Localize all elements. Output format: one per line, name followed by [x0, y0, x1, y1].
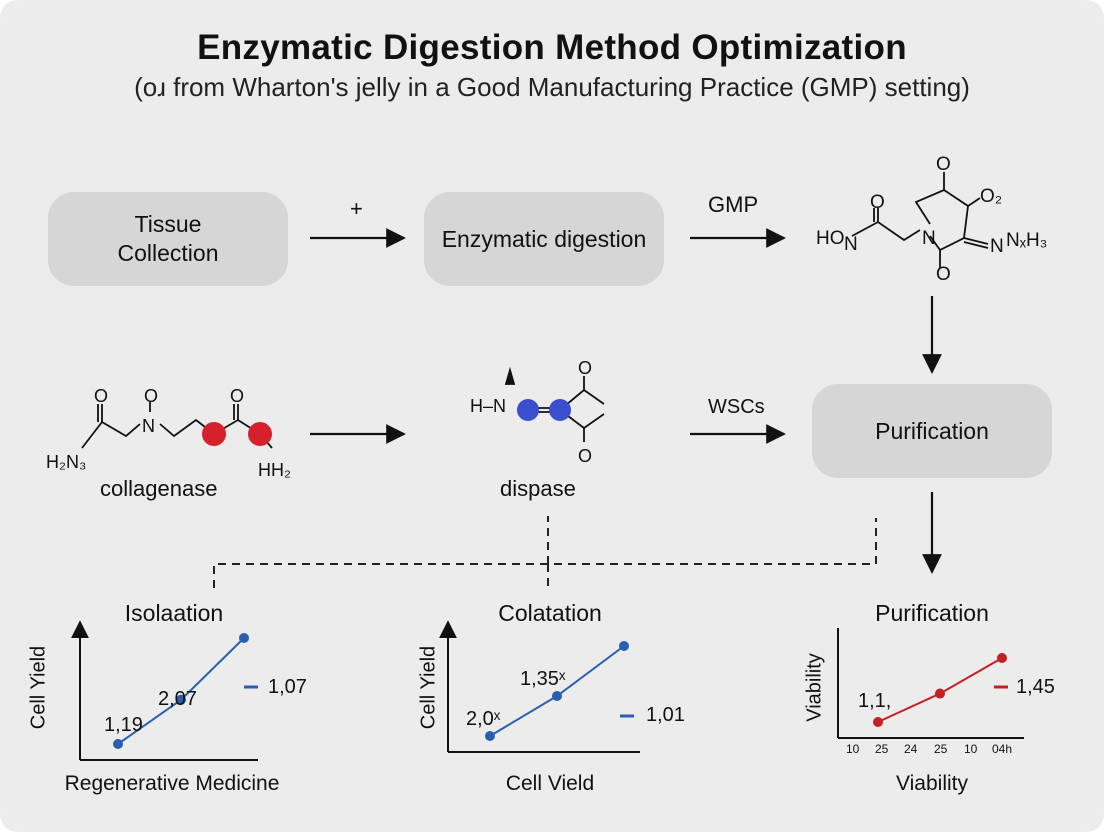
chart-2-title: Colatation	[498, 600, 602, 626]
chart-3-tick-3: 24	[904, 742, 918, 756]
mol-dis-o2: O	[578, 446, 592, 466]
chart-3-tick-4: 25	[934, 742, 948, 756]
mol-col-h2n3: H₂N₃	[46, 452, 86, 472]
data-point	[485, 731, 495, 741]
collagenase-label: collagenase	[100, 476, 218, 501]
mol-tr-o2: O₂	[980, 186, 1002, 207]
chart-3-ylabel: Viability	[803, 653, 826, 722]
atom-red-2	[248, 422, 272, 446]
mol-col-n: N	[142, 416, 155, 436]
data-point	[619, 641, 629, 651]
plus-label: +	[350, 196, 363, 221]
chart-1-point-label-2: 2,07	[158, 688, 197, 710]
purification-box: Purification	[812, 384, 1052, 478]
chart-1-point-label-1: 1,19	[104, 714, 143, 736]
molecule-top-right	[851, 172, 989, 268]
chart-3-point-label-1: 1,1,	[858, 690, 892, 712]
mol-col-hh2: HH₂	[258, 460, 291, 480]
mol-tr-n: N	[844, 234, 858, 255]
enzymatic-digestion-box: Enzymatic digestion	[424, 192, 664, 286]
chart-3-axes	[837, 628, 1024, 739]
atom-blue-2	[549, 399, 571, 421]
chart-2-point-label-1: 2,0ˣ	[466, 708, 501, 730]
wscs-label: WSCs	[708, 396, 765, 418]
chart-3-tick-5: 10	[964, 742, 978, 756]
mol-col-o2: O	[230, 386, 244, 406]
chart-3-title: Purification	[875, 600, 989, 626]
chart-3-marks	[873, 653, 1007, 727]
data-point	[176, 694, 186, 705]
chart-2-legend-label: 1,01	[646, 704, 685, 726]
dashed-connector	[213, 516, 877, 588]
mol-col-o-n: O	[144, 386, 158, 406]
chart-3-tick-2: 25	[875, 742, 889, 756]
chart-2-axes	[439, 620, 640, 753]
data-point	[239, 633, 249, 643]
tissue-collection-box: Tissue Collection	[48, 192, 288, 286]
mol-dis-o1: O	[578, 358, 592, 378]
chart-1-legend-label: 1,07	[268, 676, 307, 698]
chart-1-ylabel: Cell Yield	[27, 645, 50, 730]
chart-2-marks	[485, 641, 629, 741]
chart-2-point-label-2: 1,35ˣ	[520, 668, 566, 690]
mol-col-o1: O	[94, 386, 108, 406]
dispase-label: dispase	[500, 476, 576, 501]
chart-3-tick-1: 10	[846, 742, 860, 756]
data-point	[113, 739, 123, 749]
mol-tr-tail: NₓH₃	[1006, 230, 1047, 251]
molecule-collagenase	[81, 402, 273, 449]
chart-1-axes	[71, 620, 258, 761]
atom-red-1	[202, 422, 226, 446]
data-point	[997, 653, 1007, 663]
chart-3-legend-label: 1,45	[1016, 676, 1055, 698]
gmp-label: GMP	[708, 192, 759, 217]
chart-1-xlabel: Regenerative Medicine	[64, 772, 280, 795]
chart-2-xlabel: Cell Vield	[505, 772, 595, 795]
mol-tr-n2: N	[990, 236, 1004, 257]
atom-blue-1	[517, 399, 539, 421]
mol-tr-o-a: O	[870, 192, 885, 213]
chart-3-tick-6: 04h	[992, 742, 1013, 756]
data-point	[552, 691, 562, 701]
chart-1-title: Isolaation	[124, 600, 224, 626]
mol-tr-n-ring: N	[922, 228, 936, 249]
chart-1-marks	[113, 633, 249, 749]
chart-2-ylabel: Cell Yield	[417, 645, 440, 730]
page-subtitle: (oɹ from Wharton's jelly in a Good Manuf…	[134, 72, 970, 102]
mol-tr-ho: HO	[816, 228, 845, 249]
mol-tr-o-c: O	[936, 264, 951, 285]
mol-tr-o-b: O	[936, 154, 951, 175]
mol-dis-hn: H–N	[470, 396, 506, 416]
page-title: Enzymatic Digestion Method Optimization	[197, 28, 907, 67]
data-point	[935, 688, 945, 699]
chart-3-xlabel: Viability	[896, 772, 968, 795]
data-point	[873, 717, 883, 727]
